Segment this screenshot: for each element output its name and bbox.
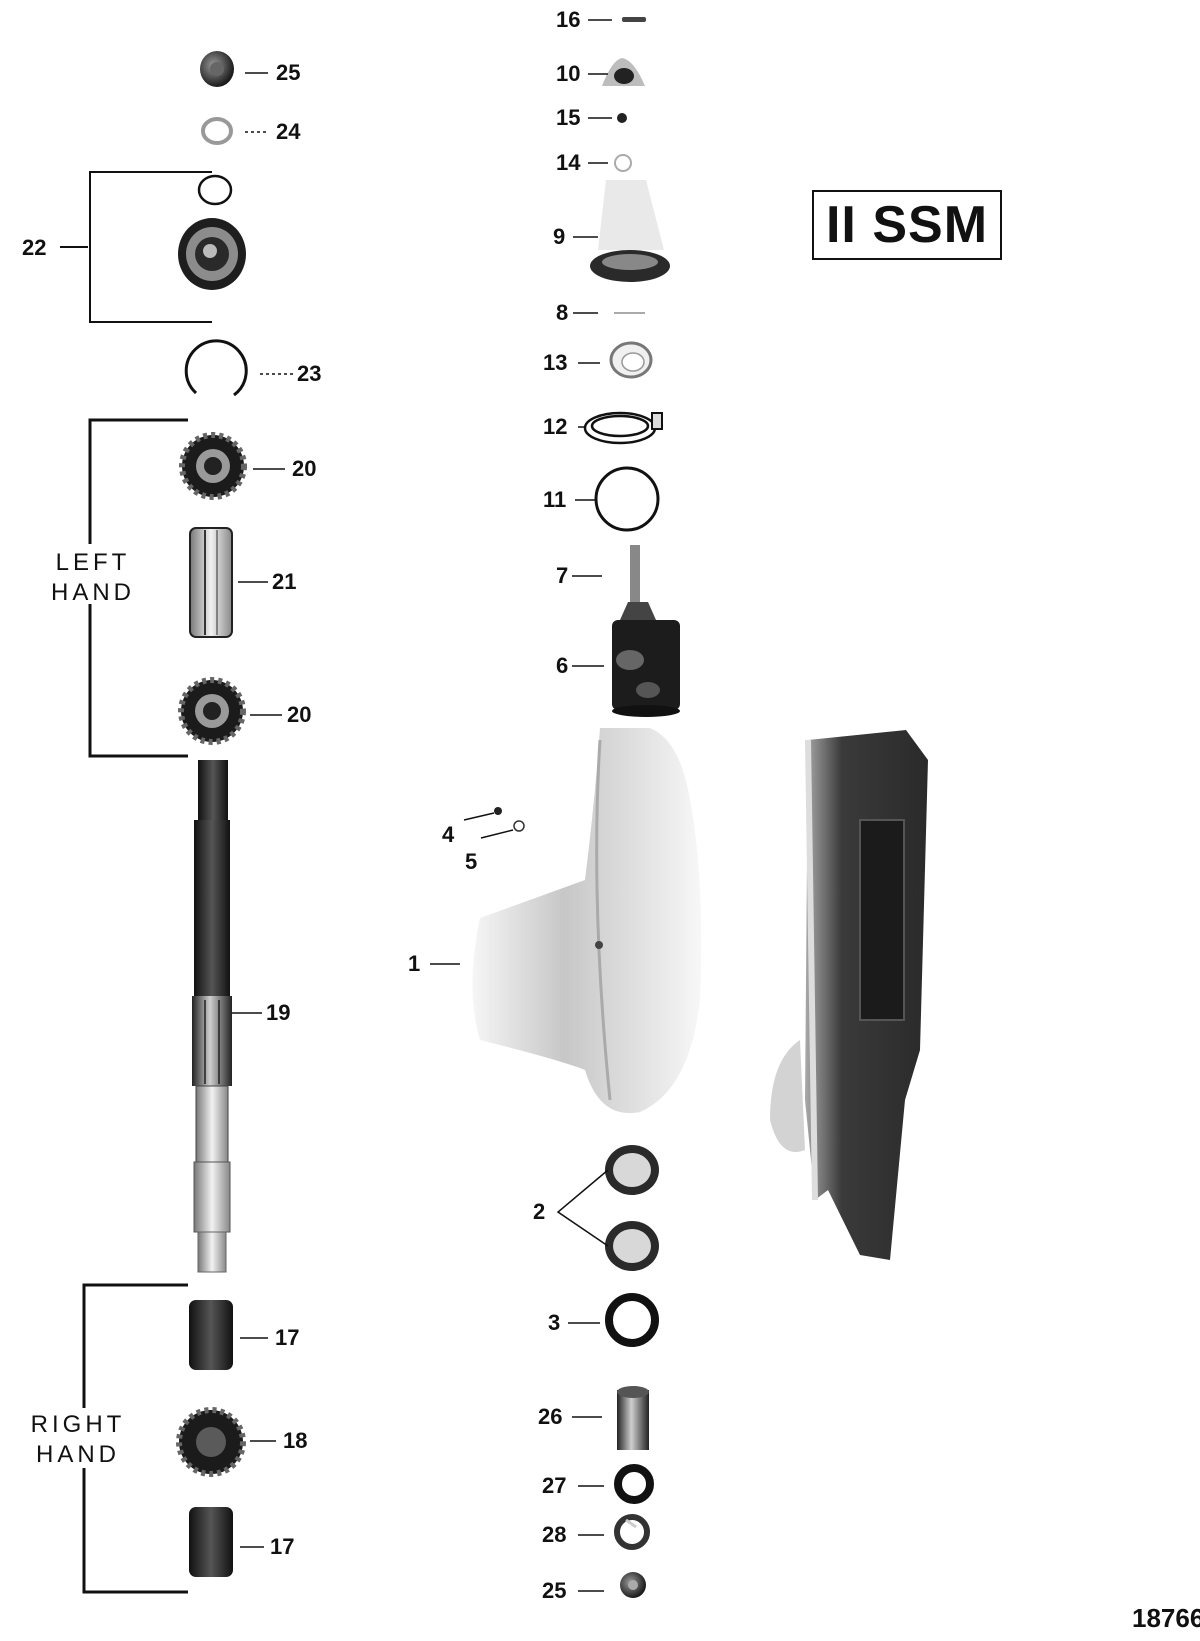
part-4-ball [494, 807, 502, 815]
part-5-ring [513, 820, 525, 832]
callout-14: 14 [556, 150, 581, 175]
part-14-washer [614, 154, 632, 172]
callout-1: 1 [408, 951, 421, 976]
right-hand-label: RIGHT HAND [16, 1410, 140, 1470]
part-20-gear-bottom [178, 677, 246, 745]
part-10-cap [602, 58, 645, 86]
callout-25-bottom: 25 [542, 1578, 567, 1603]
model-badge: II SSM [812, 190, 1002, 260]
part-12-retaining-ring [583, 411, 663, 445]
callout-28: 28 [542, 1522, 567, 1547]
callout-21: 21 [272, 569, 297, 594]
left-hand-label-line2: HAND [50, 579, 135, 606]
part-7-shift-shaft [630, 545, 640, 605]
callout-23: 23 [297, 361, 322, 386]
callout-5: 5 [465, 849, 478, 874]
callout-15: 15 [556, 105, 581, 130]
figure-number: 18766 [1132, 1603, 1200, 1633]
part-27-oring [614, 1464, 654, 1504]
part-6-shift-cup [612, 602, 680, 717]
callout-26: 26 [538, 1404, 563, 1429]
left-hand-label: LEFT HAND [38, 548, 148, 608]
callout-10: 10 [556, 61, 581, 86]
part-11-oring [594, 466, 660, 532]
part-21-bushing [189, 527, 233, 638]
part-13-bushing [609, 341, 653, 379]
part-15-nut [617, 113, 627, 123]
part-2-bearing-cup-bottom [605, 1221, 659, 1271]
callout-20-top: 20 [292, 456, 317, 481]
right-hand-label-line2: HAND [35, 1441, 120, 1468]
bracket-right-hand [82, 1283, 188, 1594]
part-25-locknut-top [200, 51, 234, 87]
part-19-driveshaft [192, 760, 232, 1273]
callout-22: 22 [22, 235, 47, 260]
part-22-oring [197, 174, 233, 206]
part-28-tab-washer [614, 1514, 650, 1550]
part-9-cover [590, 180, 670, 282]
callout-12: 12 [543, 414, 568, 439]
callout-17-top: 17 [275, 1325, 300, 1350]
leader-lines [232, 19, 612, 1592]
callout-18: 18 [283, 1428, 308, 1453]
part-18-gear [176, 1407, 246, 1477]
callout-25-top: 25 [276, 60, 301, 85]
callout-27: 27 [542, 1473, 567, 1498]
callout-3: 3 [548, 1310, 561, 1335]
part-26-sleeve [617, 1386, 649, 1450]
callout-20-bottom: 20 [287, 702, 312, 727]
callout-7: 7 [556, 563, 569, 588]
left-hand-label-line1: LEFT [55, 549, 131, 576]
part-20-gear-top [179, 432, 247, 500]
part-23-ring [184, 339, 248, 397]
callout-24: 24 [276, 119, 301, 144]
part-3-oring [605, 1293, 659, 1347]
callout-13: 13 [543, 350, 568, 375]
callout-2: 2 [533, 1199, 546, 1224]
callout-4: 4 [442, 822, 455, 847]
callout-9: 9 [553, 224, 566, 249]
part-25-locknut-bottom [620, 1572, 646, 1598]
callout-16: 16 [556, 7, 581, 32]
part-22-bearing [178, 218, 246, 290]
gearcase-housing-photo [770, 730, 928, 1260]
callout-17-bottom: 17 [270, 1534, 295, 1559]
part-24-tab-washer [201, 117, 233, 145]
callout-8: 8 [556, 300, 569, 325]
part-1-driveshaft-housing [472, 728, 702, 1114]
part-16-screw [622, 17, 646, 22]
bracket-group-22 [60, 171, 212, 323]
part-17-bushing-bottom [189, 1507, 233, 1577]
callout-11: 11 [543, 487, 567, 512]
part-17-bushing-top [189, 1300, 233, 1370]
part-2-bearing-cup-top [605, 1145, 659, 1195]
right-hand-label-line1: RIGHT [30, 1411, 126, 1438]
bracket-left-hand [88, 418, 188, 758]
callout-6: 6 [556, 653, 569, 678]
callout-19: 19 [266, 1000, 291, 1025]
